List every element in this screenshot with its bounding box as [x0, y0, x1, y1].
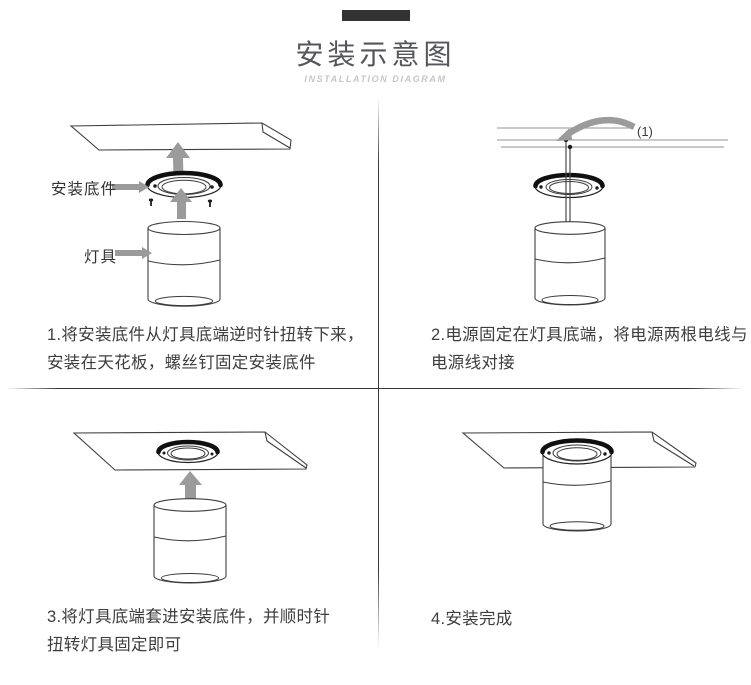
step2-caption: 2.电源固定在灯具底端，将电源两根电线与 电源线对接 [431, 321, 748, 377]
step1-illustration [69, 122, 292, 307]
mounting-base-ring [145, 170, 223, 199]
lamp-cylinder [153, 498, 227, 584]
lamp-label: 灯具 [84, 249, 118, 266]
ceiling-panel [69, 122, 292, 151]
screw-icon [148, 198, 154, 206]
up-arrow-icon [166, 142, 190, 181]
step3-caption-line1: 3.将灯具底端套进安装底件，并顺时针 [47, 608, 331, 626]
step3-caption: 3.将灯具底端套进安装底件，并顺时针 扭转灯具固定即可 [47, 603, 330, 659]
header-accent-bar [342, 10, 410, 21]
up-arrow-icon [179, 471, 202, 500]
pointer-arrow-icon [112, 181, 149, 193]
step1-caption: 1.将安装底件从灯具底端逆时针扭转下来， 安装在天花板，螺丝钉固定安装底件 [47, 321, 364, 377]
step2-illustration [497, 116, 728, 306]
mount-base-label: 安装底件 [51, 181, 118, 198]
lamp-cylinder [534, 221, 606, 306]
step1-caption-line1: 1.将安装底件从灯具底端逆时针扭转下来， [47, 326, 364, 344]
mounting-base-ring [156, 439, 220, 464]
lamp-cylinder [147, 220, 221, 307]
horizontal-divider [6, 388, 743, 390]
step2-caption-line2: 电源线对接 [431, 354, 515, 372]
page-subtitle: INSTALLATION DIAGRAM [304, 74, 447, 84]
mounting-base-ring [540, 438, 614, 465]
ceiling-lines [497, 127, 728, 148]
lamp-cylinder [542, 450, 612, 532]
page-title: 安装示意图 [295, 39, 456, 70]
wire-callout-label: (1) [637, 124, 653, 139]
vertical-divider [378, 97, 380, 648]
step4-caption-line1: 4.安装完成 [431, 610, 513, 628]
step2-caption-line1: 2.电源固定在灯具底端，将电源两根电线与 [431, 326, 748, 344]
mounting-base-ring [533, 172, 605, 199]
step3-caption-line2: 扭转灯具固定即可 [47, 636, 182, 654]
step4-caption: 4.安装完成 [431, 605, 513, 633]
screw-icon [207, 199, 213, 207]
step3-illustration [72, 431, 308, 584]
up-arrow-icon [170, 188, 192, 219]
pointer-arrow-icon [115, 247, 152, 259]
step4-illustration [461, 431, 697, 532]
step1-caption-line2: 安装在天花板，螺丝钉固定安装底件 [47, 354, 316, 372]
curved-arrow-icon [556, 116, 636, 141]
